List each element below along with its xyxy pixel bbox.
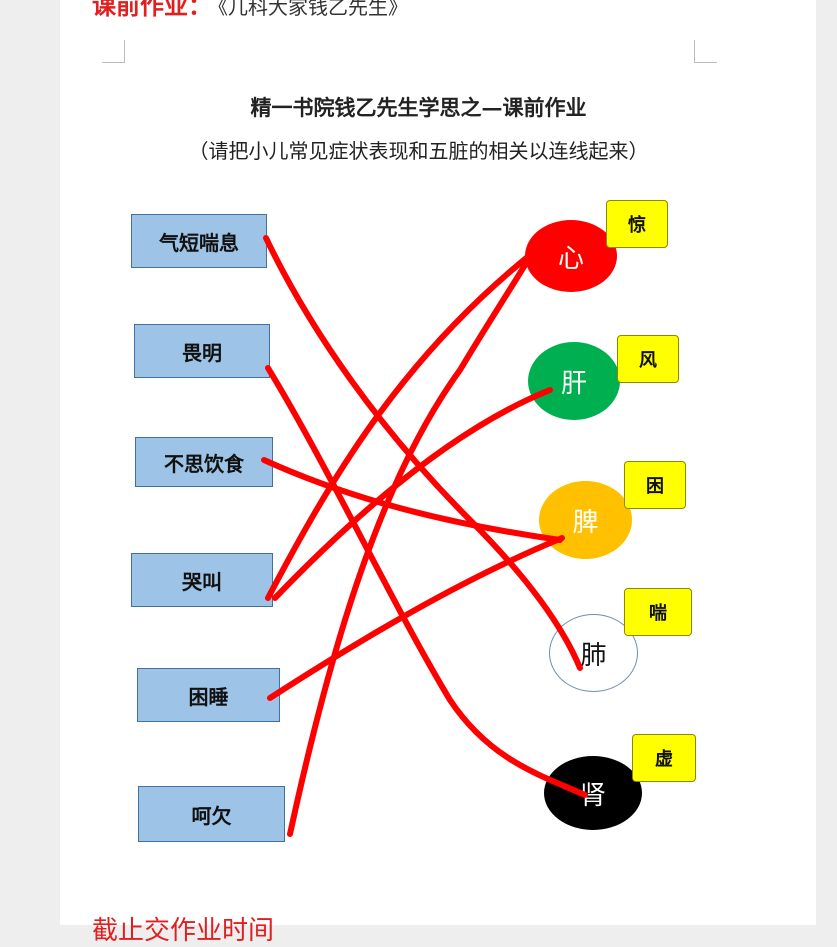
organ-circle-spleen: 脾 — [539, 481, 632, 559]
deadline-heading: 截止交作业时间 — [92, 916, 275, 946]
symptom-box-drowsiness: 困睡 — [137, 668, 280, 722]
symptom-box-yawning: 呵欠 — [138, 786, 285, 842]
symptom-box-poor-appetite: 不思饮食 — [135, 437, 273, 487]
symptom-box-photophobia: 畏明 — [134, 324, 270, 378]
organ-circle-liver: 肝 — [528, 342, 620, 420]
assignment-heading-label: 课前作业： — [92, 0, 212, 20]
organ-tag-fright: 惊 — [606, 200, 668, 248]
margin-corner-top-right — [694, 40, 717, 63]
organ-tag-fatigue: 困 — [624, 461, 686, 509]
worksheet-instructions: （请把小儿常见症状表现和五脏的相关以连线起来） — [188, 139, 649, 163]
organ-tag-wheeze: 喘 — [624, 588, 692, 636]
organ-circle-heart: 心 — [525, 220, 617, 292]
organ-circle-kidney: 肾 — [544, 756, 642, 830]
symptom-box-crying: 哭叫 — [131, 553, 273, 607]
organ-tag-wind: 风 — [617, 335, 679, 383]
organ-tag-deficiency: 虚 — [632, 734, 696, 782]
assignment-heading: 课前作业： 《儿科大家钱乙先生》 — [92, 0, 408, 21]
assignment-heading-book: 《儿科大家钱乙先生》 — [218, 0, 408, 19]
worksheet-title: 精一书院钱乙先生学思之—课前作业 — [250, 95, 587, 120]
symptom-box-shortness-of-breath: 气短喘息 — [131, 214, 267, 268]
margin-corner-top-left — [102, 40, 125, 63]
